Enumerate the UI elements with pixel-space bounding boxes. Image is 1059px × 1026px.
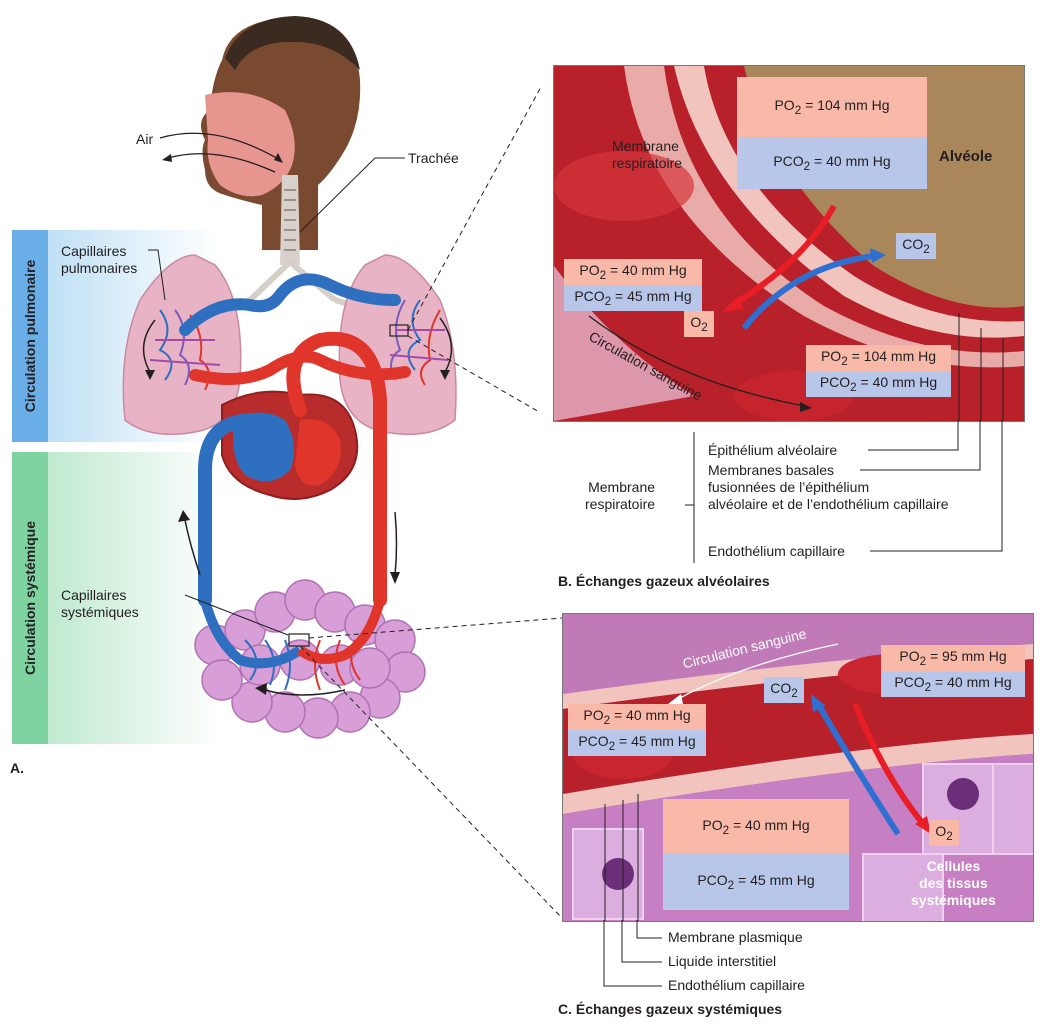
zoom-line-b-top xyxy=(407,87,540,331)
arterial-po2-box-b: PO2 = 104 mm Hg xyxy=(806,345,951,371)
trachea-leader xyxy=(299,157,405,233)
systemic-zoom-box xyxy=(288,633,310,647)
co2-badge-c: CO2 xyxy=(764,677,804,703)
panel-b-caption: B. Échanges gazeux alvéolaires xyxy=(558,573,770,589)
systemic-tissue xyxy=(194,579,426,739)
arterial-po2-box-c: PO2 = 95 mm Hg xyxy=(881,645,1025,671)
panel-a-letter: A. xyxy=(10,760,24,776)
alveolus-po2-box: PO2 = 104 mm Hg xyxy=(737,77,927,137)
alveolar-illustration xyxy=(554,66,1024,421)
pulmonary-flow-arrow-right xyxy=(439,317,453,373)
air-label: Air xyxy=(136,131,154,147)
o2-badge-c: O2 xyxy=(929,820,959,846)
legend-basal-membranes: Membranes basales fusionnées de l’épithé… xyxy=(708,462,949,512)
panel-c-systemic-exchange: Circulation sanguine PO2 = 95 mm Hg PCO2… xyxy=(562,613,1034,922)
pulmonary-artery xyxy=(179,273,401,336)
venous-pco2-box-c: PCO2 = 45 mm Hg xyxy=(568,730,706,756)
pulmonary-flow-arrow-left xyxy=(142,319,156,373)
co2-arrow xyxy=(741,253,875,330)
panel-c-legend-lines xyxy=(603,920,662,987)
systemic-flow-arrow-bottom xyxy=(264,689,346,696)
circulation-illustration xyxy=(122,16,540,739)
alveolus-label: Alvéole xyxy=(939,148,993,165)
air-in-arrow xyxy=(159,132,281,161)
o2-arrow-c xyxy=(852,702,926,826)
legend-plasma-membrane: Membrane plasmique xyxy=(668,929,803,945)
o2-arrow xyxy=(732,204,837,307)
blood-flow-arrow xyxy=(588,315,805,407)
legend-endothelium-b: Endothélium capillaire xyxy=(708,543,845,559)
left-lung xyxy=(122,254,242,435)
systemic-capillary-bed xyxy=(200,598,385,691)
legend-epithelium-b: Épithélium alvéolaire xyxy=(708,442,838,458)
tissue-pco2-box: PCO2 = 45 mm Hg xyxy=(663,854,849,910)
zoom-line-b-bottom xyxy=(407,335,540,414)
pulmonary-zoom-box xyxy=(389,324,409,337)
trachea-label: Trachée xyxy=(408,150,459,166)
pulmonary-capillary-bed-right xyxy=(389,299,449,386)
venous-pco2-box-b: PCO2 = 45 mm Hg xyxy=(564,285,702,311)
systemic-flow-arrow-up xyxy=(184,519,201,576)
pulmonary-circulation-bar: Circulation pulmonaire xyxy=(12,230,48,442)
alveolus-pco2-box: PCO2 = 40 mm Hg xyxy=(737,137,927,189)
venous-po2-box-b: PO2 = 40 mm Hg xyxy=(564,259,702,285)
panel-c-caption: C. Échanges gazeux systémiques xyxy=(558,1001,783,1017)
blood-flow-arrow-c xyxy=(677,643,839,700)
legend-endothelium-c: Endothélium capillaire xyxy=(668,977,805,993)
vena-cava xyxy=(198,413,262,607)
panel-b-legend-lines xyxy=(685,420,1003,563)
systemic-flow-arrow-down xyxy=(394,511,398,576)
zoom-lines-c xyxy=(299,617,563,919)
arterial-pco2-box-b: PCO2 = 40 mm Hg xyxy=(806,371,951,397)
legend-interstitial-fluid: Liquide interstitiel xyxy=(668,953,777,969)
arterial-pco2-box-c: PCO2 = 40 mm Hg xyxy=(881,671,1025,697)
air-out-arrow xyxy=(167,153,276,173)
tissue-po2-box: PO2 = 40 mm Hg xyxy=(663,799,849,854)
co2-arrow-c xyxy=(815,702,901,836)
systemic-gradient xyxy=(48,452,218,744)
co2-badge-b: CO2 xyxy=(896,233,936,259)
systemic-circulation-bar: Circulation systémique xyxy=(12,452,48,744)
o2-badge-b: O2 xyxy=(684,311,714,337)
venous-po2-box-c: PO2 = 40 mm Hg xyxy=(568,704,706,730)
aorta xyxy=(286,331,387,607)
